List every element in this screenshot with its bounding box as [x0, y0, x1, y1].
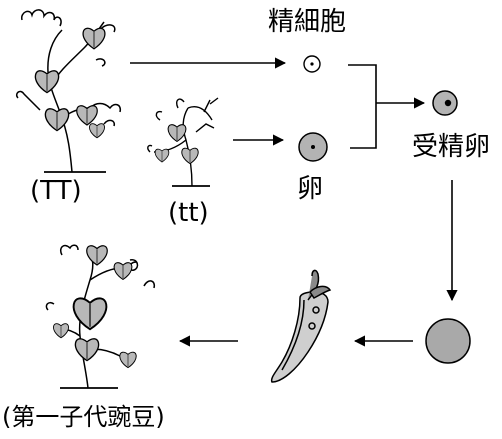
egg-label: 卵	[297, 176, 323, 202]
pea-pod-icon	[272, 270, 330, 382]
egg-cell-icon	[299, 133, 327, 161]
offspring-label: (第一子代豌豆)	[2, 405, 165, 429]
sperm-cell-icon	[304, 56, 320, 72]
zygote-icon	[433, 91, 457, 115]
sperm-label: 精細胞	[268, 9, 346, 35]
offspring-plant-icon	[46, 245, 154, 388]
seed-icon	[426, 319, 470, 363]
short-pea-plant-icon	[148, 98, 218, 186]
bracket-join	[348, 65, 376, 148]
zygote-label: 受精卵	[412, 134, 490, 160]
tall-pea-plant-icon	[17, 10, 121, 172]
parent-short-label: (tt)	[168, 200, 209, 226]
parent-tall-label: (TT)	[30, 178, 82, 204]
